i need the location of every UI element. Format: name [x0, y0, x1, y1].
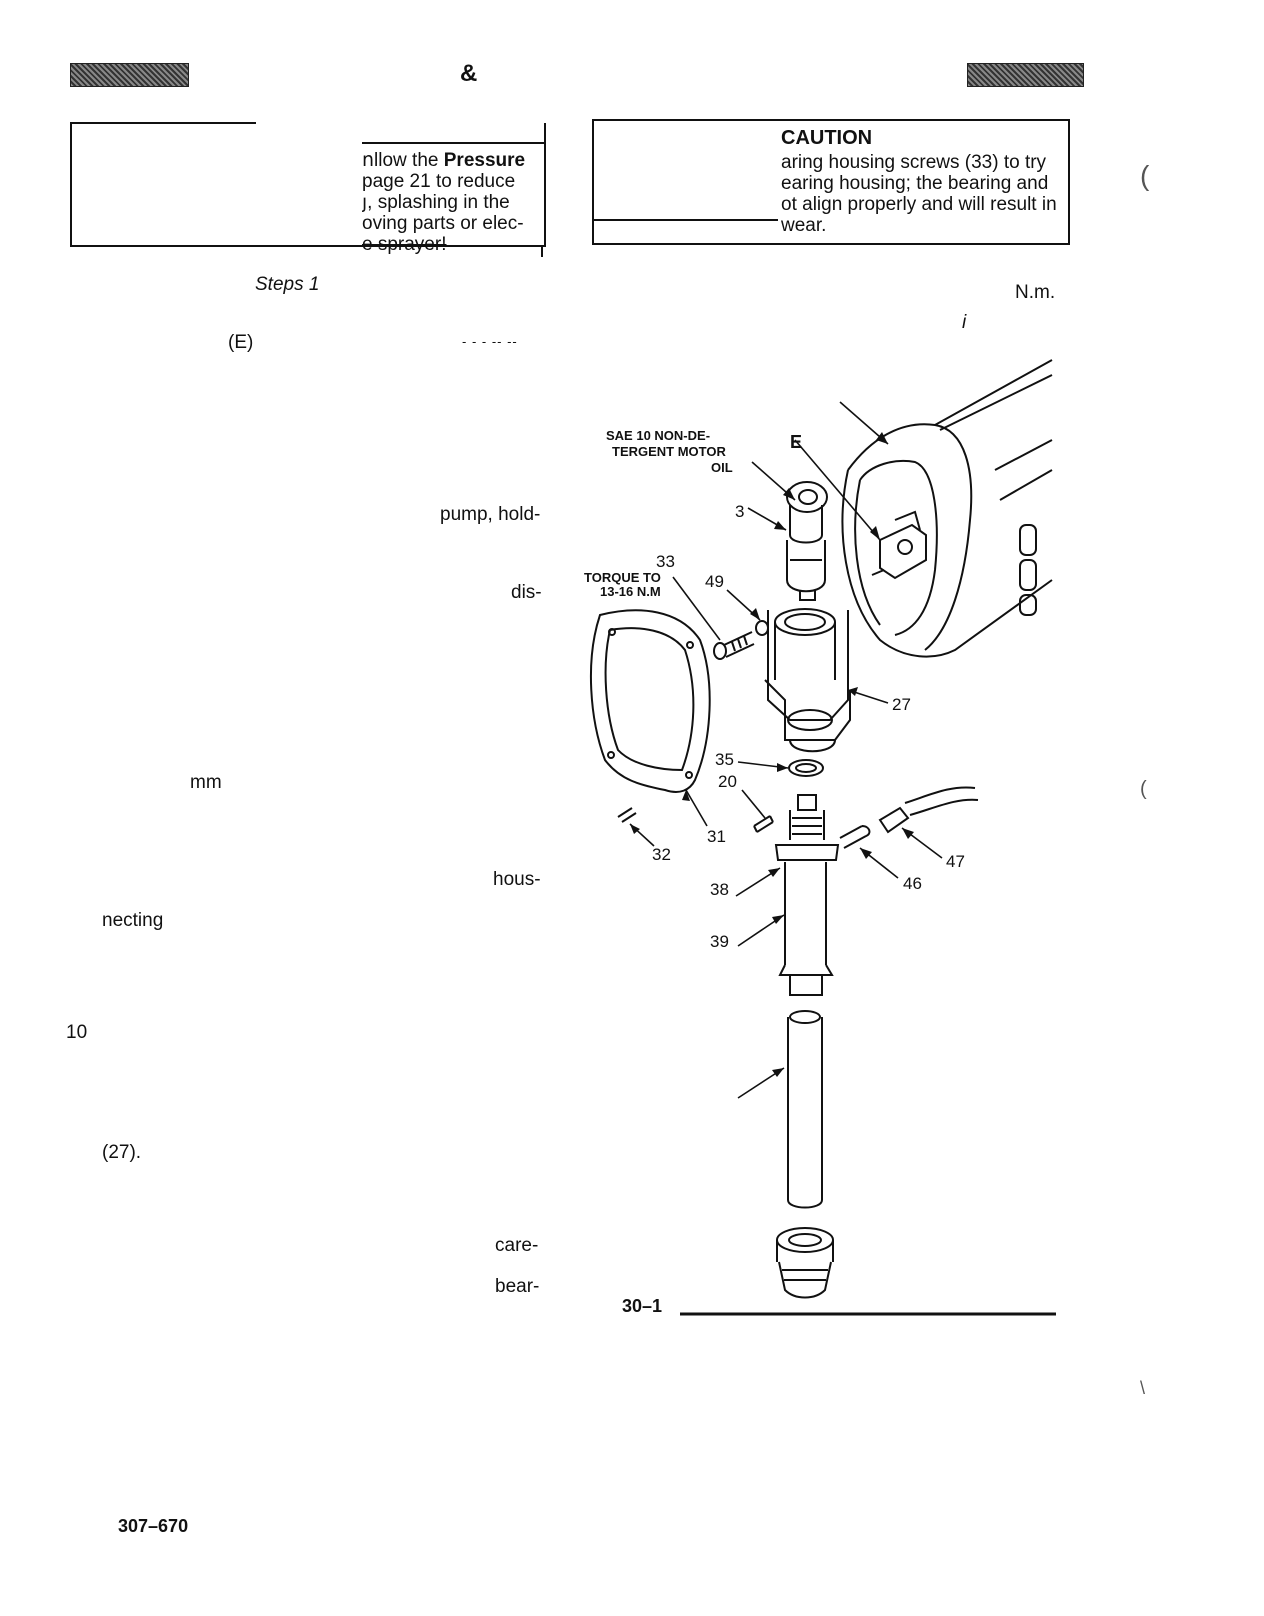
callout-49: 49 — [705, 572, 724, 591]
page-number: 307–670 — [118, 1516, 189, 1536]
caution-box — [592, 119, 1070, 245]
caution-line-1: aring housing screws (33) to try — [781, 152, 1047, 173]
warning-box — [70, 123, 546, 247]
header-bar-right — [967, 63, 1084, 87]
mm-text: mm — [190, 772, 222, 793]
oil-label-line-1: SAE 10 NON-DE- — [606, 428, 711, 443]
cover-gasket — [589, 609, 711, 793]
callout-39: 39 — [710, 932, 729, 951]
e-label: E — [790, 432, 803, 452]
steps-text: Steps 1 — [255, 274, 320, 295]
header-bar-left — [70, 63, 189, 87]
pump-text: pump, hold- — [440, 504, 541, 525]
oil-label-line-2: TERGENT MOTOR — [612, 444, 726, 459]
callout-27: 27 — [892, 695, 911, 714]
oil-label-line-3: OIL — [711, 460, 733, 475]
dash-line: - - - -- -- — [462, 334, 518, 349]
warning-text: ոllow the Pressure page 21 to reduce յ, … — [362, 150, 542, 260]
bearing-housing — [764, 608, 851, 753]
caution-box-mask — [594, 121, 774, 219]
ref27-text: (27). — [102, 1142, 142, 1163]
callout-32: 32 — [652, 845, 671, 864]
scan-mark-1: ( — [1140, 160, 1150, 191]
intake-strainer — [776, 1227, 834, 1299]
torque-label-line-3: 13-16 N.M — [600, 584, 661, 599]
necting-text: necting — [102, 910, 164, 931]
warning-line-4: oving parts or elec- — [362, 213, 524, 234]
bear-text: bear- — [495, 1276, 540, 1297]
warning-box-right-tick — [541, 245, 543, 257]
nm-text: N.m. — [1015, 282, 1056, 303]
caution-title: CAUTION — [781, 127, 877, 150]
leader-lines — [629, 401, 943, 1099]
caution-text: aring housing screws (33) to try earing … — [781, 152, 1063, 236]
callout-3: 3 — [735, 502, 745, 521]
scan-mark-3: \ — [1140, 1378, 1146, 1398]
warning-box-top-rule-left — [70, 122, 256, 124]
warning-box-top-rule-right — [362, 142, 544, 144]
callout-46: 46 — [903, 874, 922, 893]
tick-mark: i — [962, 312, 967, 333]
hous-text: hous- — [493, 869, 541, 890]
caution-line-4: wear. — [781, 215, 827, 236]
warning-line-1: ոllow the Pressure — [362, 150, 542, 171]
e-reference: (E) — [228, 332, 254, 353]
motor-housing — [841, 359, 1053, 658]
displacement-rod — [774, 794, 840, 996]
callout-35: 35 — [715, 750, 734, 769]
torque-label-33: 33 — [656, 552, 675, 571]
screw-33 — [713, 620, 769, 660]
caution-line-3: ot align properly and will result in — [781, 194, 1057, 215]
caution-line-2: earing housing; the bearing and — [781, 173, 1049, 194]
intake-tube — [787, 1010, 823, 1209]
care-text: care- — [495, 1235, 539, 1256]
warning-line-2: page 21 to reduce — [362, 171, 516, 192]
warning-line-1-prefix: ոllow the — [362, 150, 444, 171]
warning-line-5: e sprayer! — [362, 234, 447, 255]
connecting-rod — [786, 481, 828, 601]
dis-text: dis- — [511, 582, 542, 603]
torque-label-line-2: TORQUE TO — [584, 570, 661, 585]
ten-text: 10 — [66, 1022, 88, 1043]
callout-20: 20 — [718, 772, 737, 791]
caution-box-inner-bottom — [592, 219, 778, 221]
header-ampersand: & — [460, 60, 478, 87]
callout-38: 38 — [710, 880, 729, 899]
warning-bold-word: Pressure — [443, 150, 526, 171]
figure-caption: 30–1 — [622, 1296, 663, 1316]
callout-47: 47 — [946, 852, 965, 871]
callout-31: 31 — [707, 827, 726, 846]
warning-line-3: յ, splashing in the — [362, 192, 510, 213]
scan-mark-2: ( — [1140, 778, 1147, 800]
